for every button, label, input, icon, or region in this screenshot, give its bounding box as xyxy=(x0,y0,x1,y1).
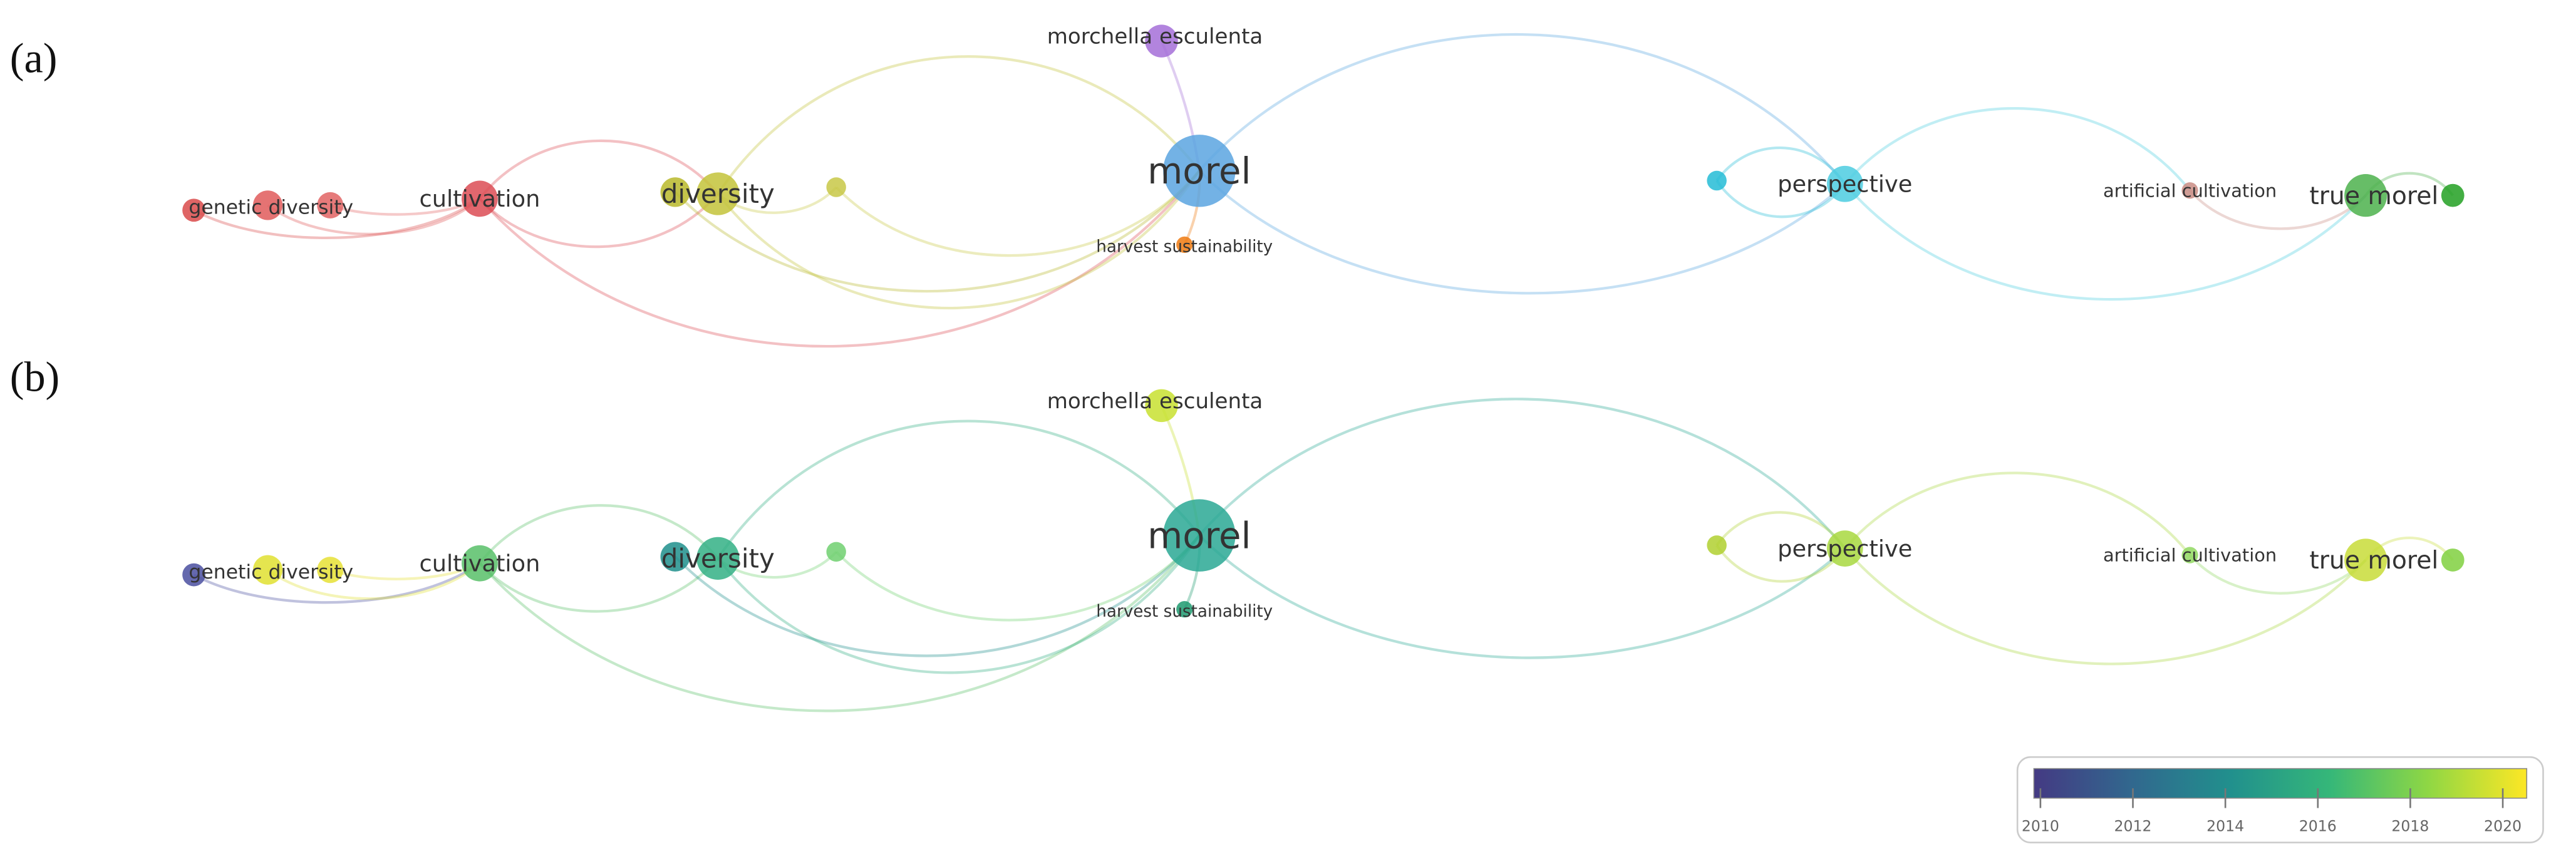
node-label-artc: artificial cultivation xyxy=(2103,545,2277,566)
legend-tick-label: 2016 xyxy=(2299,817,2337,835)
node-tm2[interactable] xyxy=(2441,548,2465,572)
link-persp-artc xyxy=(1844,471,2191,556)
node-div1[interactable] xyxy=(660,542,690,572)
link-gd2-cult xyxy=(267,562,481,600)
link-div1-morel xyxy=(674,534,1201,657)
node-label-harv: harvest sustainability xyxy=(1096,602,1273,621)
node-gd1[interactable] xyxy=(182,563,205,587)
link-artc-tm xyxy=(2188,554,2367,595)
link-gd1-cult xyxy=(193,562,481,604)
link-morel-persp xyxy=(1198,33,1846,185)
node-label-persp: perspective xyxy=(1777,171,1912,198)
node-sm1[interactable] xyxy=(826,177,846,197)
link-artc-tm xyxy=(2188,189,2367,230)
panel-label-b: (b) xyxy=(10,352,60,400)
link-div1-morel xyxy=(674,170,1201,293)
node-gd1[interactable] xyxy=(182,198,205,222)
link-gd1-cult xyxy=(193,197,481,239)
node-persp[interactable] xyxy=(1826,165,1863,202)
node-morch[interactable] xyxy=(1145,389,1178,423)
node-label-artc: artificial cultivation xyxy=(2103,180,2277,201)
node-cult[interactable] xyxy=(462,180,498,217)
link-cult-div2 xyxy=(478,193,719,249)
node-sm2[interactable] xyxy=(1707,170,1727,191)
node-label-morel: morel xyxy=(1147,150,1251,192)
link-persp-tm xyxy=(1844,183,2367,301)
link-cult-morel xyxy=(478,170,1201,348)
link-gd2-cult xyxy=(267,197,481,235)
node-label-morel: morel xyxy=(1147,514,1251,557)
node-label-cult: cultivation xyxy=(420,550,541,577)
link-sm1-morel xyxy=(835,534,1201,622)
color-legend: 2010 2012 2014 2016 2018 2020 xyxy=(2016,756,2544,843)
node-label-tm: true morel xyxy=(2309,546,2438,575)
node-gd2[interactable] xyxy=(252,190,283,220)
node-label-gd2: genetic diversity xyxy=(189,197,353,219)
node-tm[interactable] xyxy=(2344,174,2387,217)
node-gd3[interactable] xyxy=(317,557,344,584)
node-sm2[interactable] xyxy=(1707,535,1727,555)
legend-tick-label: 2018 xyxy=(2391,817,2429,835)
node-div2[interactable] xyxy=(696,172,740,215)
link-persp-artc xyxy=(1844,107,2191,192)
node-tm[interactable] xyxy=(2344,538,2387,582)
link-div2-morel xyxy=(716,170,1201,310)
link-cult-div2 xyxy=(478,557,719,613)
node-label-tm: true morel xyxy=(2309,182,2438,210)
link-cult-div2 xyxy=(478,504,719,565)
node-label-div2: diversity xyxy=(661,543,775,574)
node-div2[interactable] xyxy=(696,537,740,580)
node-morel[interactable] xyxy=(1163,135,1236,207)
link-morel-persp xyxy=(1198,398,1846,550)
node-morch[interactable] xyxy=(1145,24,1178,58)
link-cult-morel xyxy=(478,534,1201,713)
node-label-cult: cultivation xyxy=(420,185,541,212)
link-div2-morel xyxy=(716,419,1201,560)
legend-tick-label: 2010 xyxy=(2022,817,2059,835)
node-morel[interactable] xyxy=(1163,499,1236,572)
legend-tick-label: 2012 xyxy=(2114,817,2151,835)
node-label-morch: morchella esculenta xyxy=(1047,389,1263,414)
node-label-morch: morchella esculenta xyxy=(1047,24,1263,49)
link-div2-morel xyxy=(716,55,1201,195)
node-label-persp: perspective xyxy=(1777,535,1912,562)
legend-tick-label: 2014 xyxy=(2206,817,2244,835)
node-gd3[interactable] xyxy=(317,192,344,219)
link-sm1-morel xyxy=(835,170,1201,257)
link-persp-tm xyxy=(1844,547,2367,666)
node-gd2[interactable] xyxy=(252,555,283,585)
node-label-gd2: genetic diversity xyxy=(189,561,353,584)
node-cult[interactable] xyxy=(462,545,498,582)
node-artc[interactable] xyxy=(2181,547,2198,563)
panel-label-a: (a) xyxy=(10,34,58,81)
link-sm2-persp xyxy=(1715,147,1846,185)
link-morel-persp xyxy=(1198,534,1846,659)
node-label-div2: diversity xyxy=(661,178,775,209)
link-cult-div2 xyxy=(478,139,719,200)
node-div1[interactable] xyxy=(660,177,690,207)
node-tm2[interactable] xyxy=(2441,183,2465,207)
link-sm2-persp xyxy=(1715,180,1846,219)
link-morel-persp xyxy=(1198,170,1846,295)
node-sm1[interactable] xyxy=(826,542,846,562)
node-persp[interactable] xyxy=(1826,530,1863,567)
node-label-harv: harvest sustainability xyxy=(1096,238,1273,257)
legend-color-bar xyxy=(2033,768,2528,799)
link-sm2-persp xyxy=(1715,544,1846,583)
node-harv[interactable] xyxy=(1176,236,1193,253)
legend-tick-label: 2020 xyxy=(2484,817,2522,835)
node-artc[interactable] xyxy=(2181,182,2198,199)
link-div2-morel xyxy=(716,534,1201,674)
node-harv[interactable] xyxy=(1176,601,1193,618)
link-sm2-persp xyxy=(1715,511,1846,550)
